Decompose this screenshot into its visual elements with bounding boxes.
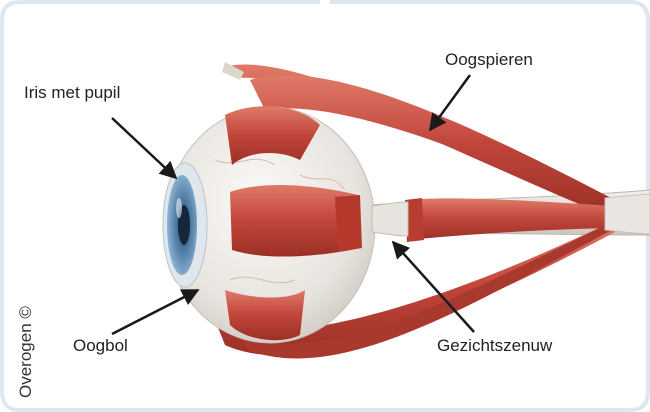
copyright-credit: Overogen © <box>16 258 36 398</box>
optic-nerve-label: Gezichtszenuw <box>437 336 552 356</box>
eyeball-arrow <box>112 290 198 334</box>
iris-label: Iris met pupil <box>24 83 120 103</box>
muscles-label: Oogspieren <box>445 50 533 70</box>
iris-arrow <box>112 118 176 178</box>
nerve-end <box>605 194 650 234</box>
optic-nerve-stub <box>372 202 408 236</box>
eyeball-label: Oogbol <box>73 336 128 356</box>
